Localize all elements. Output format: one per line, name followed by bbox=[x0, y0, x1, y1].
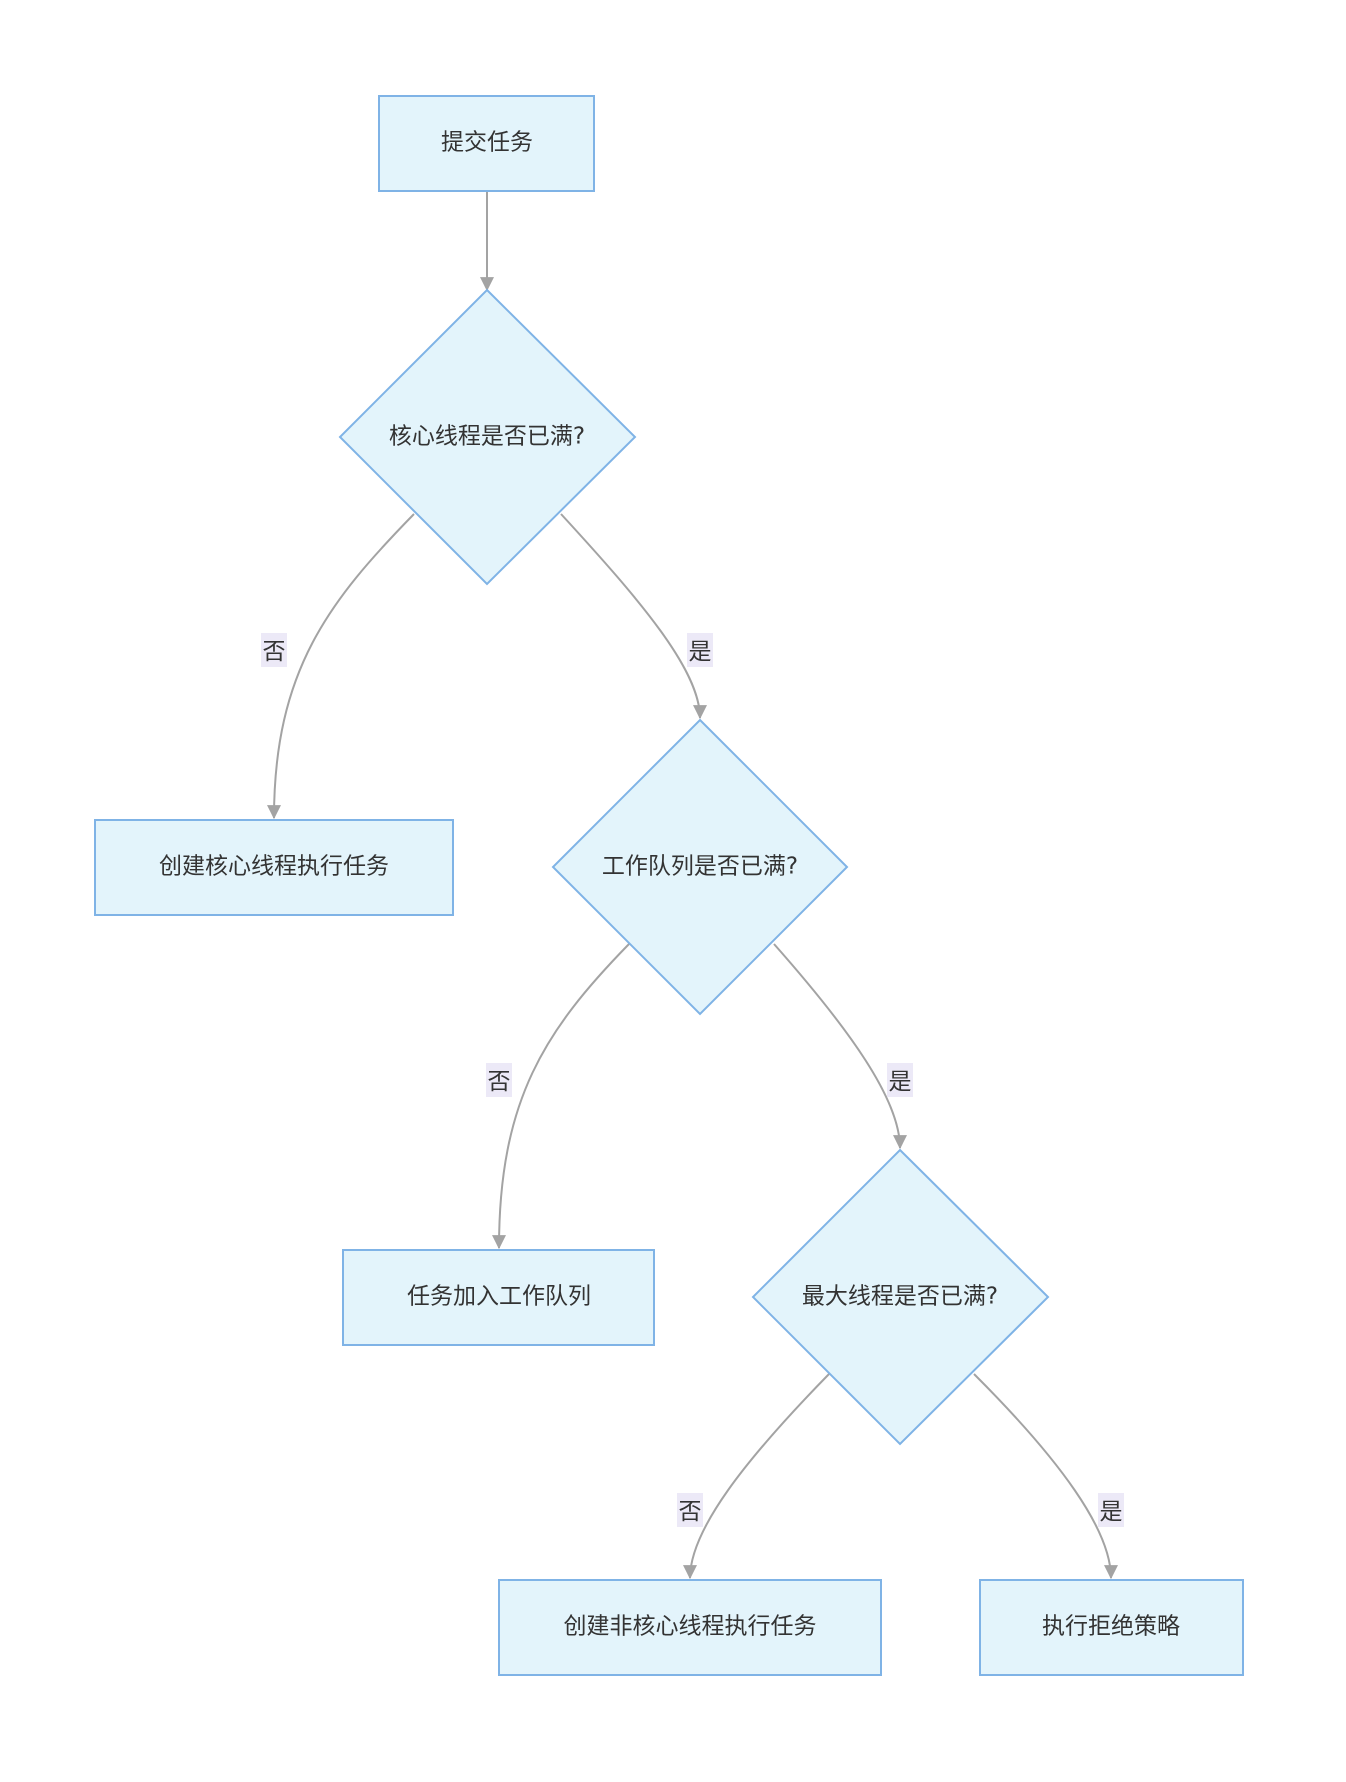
node-create-noncore-thread: 创建非核心线程执行任务 bbox=[498, 1579, 882, 1676]
edge-core-full-no bbox=[267, 513, 415, 820]
nodes: 提交任务 核心线程是否已满? 创建核心线程执行任务 工作队列是否已满? 任务加入… bbox=[94, 95, 1244, 1676]
decision-max-threads-full: 最大线程是否已满? bbox=[751, 1148, 1050, 1446]
svg-text:任务加入工作队列: 任务加入工作队列 bbox=[407, 1284, 591, 1310]
svg-text:否: 否 bbox=[679, 1499, 702, 1525]
edge-label-max-yes: 是 bbox=[1098, 1493, 1124, 1527]
decision-core-threads-full: 核心线程是否已满? bbox=[338, 288, 637, 586]
svg-text:否: 否 bbox=[263, 639, 286, 665]
edge-max-full-yes bbox=[973, 1373, 1118, 1580]
svg-text:创建非核心线程执行任务: 创建非核心线程执行任务 bbox=[564, 1614, 817, 1640]
svg-text:最大线程是否已满?: 最大线程是否已满? bbox=[802, 1284, 998, 1310]
edge-labels: 否 是 否 是 否 是 bbox=[261, 633, 1124, 1527]
svg-text:否: 否 bbox=[488, 1069, 511, 1095]
edge-label-core-yes: 是 bbox=[687, 633, 713, 667]
edge-max-full-no bbox=[683, 1373, 830, 1580]
node-reject-policy: 执行拒绝策略 bbox=[979, 1579, 1244, 1676]
svg-text:是: 是 bbox=[689, 639, 712, 665]
node-submit-task: 提交任务 bbox=[378, 95, 595, 192]
svg-text:是: 是 bbox=[1100, 1499, 1123, 1525]
edge-label-queue-no: 否 bbox=[486, 1063, 512, 1097]
svg-text:工作队列是否已满?: 工作队列是否已满? bbox=[602, 854, 798, 880]
svg-text:执行拒绝策略: 执行拒绝策略 bbox=[1042, 1614, 1180, 1640]
node-add-to-queue: 任务加入工作队列 bbox=[342, 1249, 655, 1346]
edge-label-core-no: 否 bbox=[261, 633, 287, 667]
edge-queue-full-yes bbox=[773, 943, 907, 1150]
svg-text:创建核心线程执行任务: 创建核心线程执行任务 bbox=[159, 854, 389, 880]
edge-label-max-no: 否 bbox=[677, 1493, 703, 1527]
node-create-core-thread: 创建核心线程执行任务 bbox=[94, 819, 454, 916]
decision-work-queue-full: 工作队列是否已满? bbox=[551, 718, 849, 1016]
edge-label-queue-yes: 是 bbox=[887, 1063, 913, 1097]
svg-text:提交任务: 提交任务 bbox=[441, 130, 533, 156]
svg-text:是: 是 bbox=[889, 1069, 912, 1095]
edge-queue-full-no bbox=[492, 943, 630, 1250]
edges bbox=[267, 192, 1118, 1580]
svg-text:核心线程是否已满?: 核心线程是否已满? bbox=[389, 424, 585, 450]
edge-core-full-yes bbox=[560, 513, 707, 720]
